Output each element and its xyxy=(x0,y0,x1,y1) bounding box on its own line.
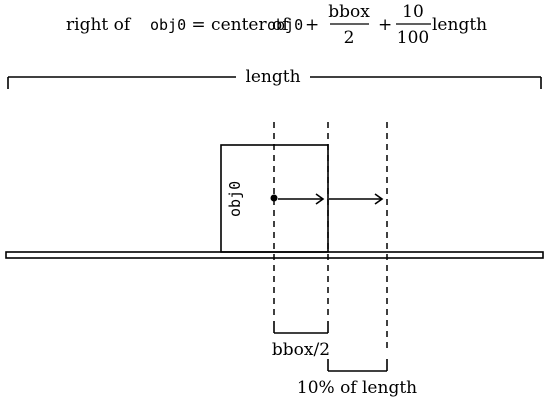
formula-rhs-obj: obj0 xyxy=(267,16,303,34)
formula-lhs-prefix: right of xyxy=(66,15,136,35)
center-point xyxy=(270,194,278,202)
formula-plus-2: + xyxy=(378,15,392,35)
guide-lines xyxy=(273,122,388,350)
half-bbox-bracket xyxy=(273,321,329,334)
formula-suffix: length xyxy=(432,15,487,35)
formula-frac2-denominator: 100 xyxy=(397,28,429,48)
formula-frac2-numerator: 10 xyxy=(402,2,424,22)
half-bbox-label: bbox/2 xyxy=(272,340,330,360)
formula-lhs-obj: obj0 xyxy=(150,16,186,34)
formula-plus-1: + xyxy=(305,15,319,35)
formula: right of obj0 = center of obj0 + bbox 2 … xyxy=(66,2,487,48)
formula-frac1-denominator: 2 xyxy=(344,28,355,48)
formula-equals-center: = center of xyxy=(186,15,294,35)
ten-percent-label: 10% of length xyxy=(297,378,417,398)
half-bbox-arrowhead xyxy=(315,193,325,205)
formula-frac1-numerator: bbox xyxy=(328,2,370,22)
obj0-label: obj0 xyxy=(226,181,244,217)
ten-percent-arrowhead xyxy=(374,193,384,205)
length-bracket-label: length xyxy=(245,67,300,87)
length-bracket xyxy=(7,76,542,89)
ten-percent-bracket xyxy=(327,359,388,372)
offset-arrows xyxy=(278,193,384,205)
